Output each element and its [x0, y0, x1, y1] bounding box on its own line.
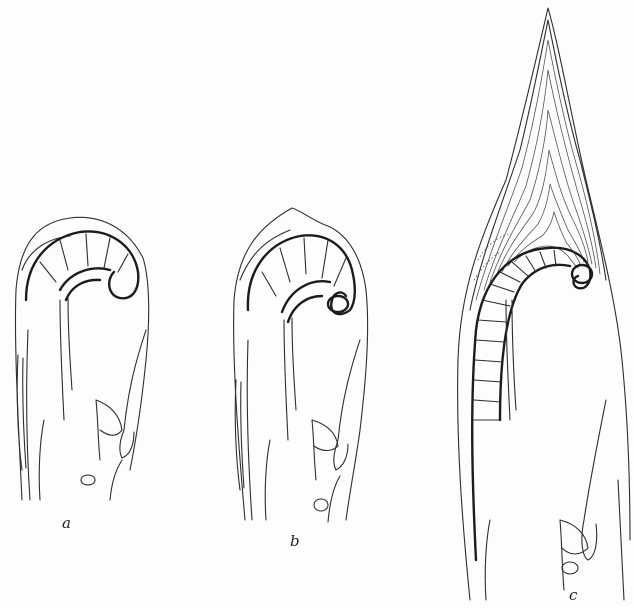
figure-a-label: a: [62, 514, 71, 532]
figure-c-drawing: [458, 8, 630, 600]
figure-a-drawing: [15, 217, 148, 500]
figure-b-label: b: [290, 532, 300, 550]
figure-c-label: c: [569, 586, 577, 604]
figure-b-drawing: [234, 208, 368, 522]
